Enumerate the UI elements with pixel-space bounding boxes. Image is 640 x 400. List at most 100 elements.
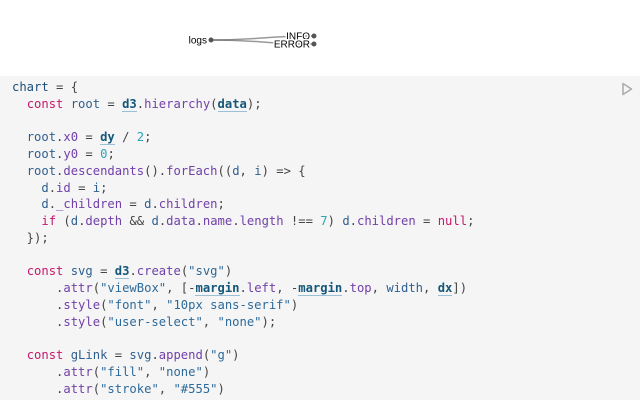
code-token: attr [63,281,93,295]
cell-reference[interactable]: margin [195,281,240,296]
tree-node-info[interactable] [311,33,317,39]
code-token [12,147,27,161]
code-line: root.y0 = 0; [12,146,474,163]
code-token: svg [129,348,152,362]
code-token [12,164,27,178]
code-editor[interactable]: chart = { const root = d3.hierarchy(data… [12,79,474,397]
code-token: . [56,130,64,145]
code-token: d [70,214,79,228]
code-token: && [122,214,152,228]
code-token: ) [232,348,240,362]
code-line: .style("user-select", "none"); [12,314,474,331]
code-token: 0 [100,147,108,161]
code-token: / [114,130,137,145]
code-line: chart = { [12,79,474,96]
code-token: "none" [217,314,262,329]
code-token: ; [107,147,115,161]
chart-output: logs INFO ERROR [0,0,640,76]
code-token: create [136,264,181,279]
play-icon[interactable] [620,82,634,96]
code-token: . [48,197,57,212]
cell-reference[interactable]: data [217,96,247,112]
code-token: "viewBox" [100,281,167,295]
code-token: forEach [166,163,218,178]
code-token: . [136,96,145,111]
code-token: , [144,364,159,379]
code-token: ( [180,264,189,279]
code-token [12,197,41,211]
code-line [12,113,474,130]
code-line: .attr("viewBox", [-margin.left, -margin.… [12,280,474,297]
code-token: ) => { [261,163,306,178]
code-token: d [342,214,350,228]
tree-label-info: INFO [286,32,310,43]
code-line: .style("font", "10px sans-serif") [12,297,474,314]
code-token: root [26,147,57,161]
code-token [63,348,70,362]
code-token: . [239,281,247,295]
tree-node-root[interactable] [208,37,214,43]
code-token: ( [56,214,71,228]
code-token: attr [63,364,93,379]
code-token: = [415,214,438,228]
code-token: = [107,348,130,362]
code-token: = [100,96,123,111]
code-token: depth [85,214,123,228]
code-cell[interactable]: chart = { const root = d3.hierarchy(data… [0,76,640,400]
code-line: if (d.depth && d.data.name.length !== 7)… [12,213,474,230]
code-token: attr [63,381,93,396]
code-line: root.x0 = dy / 2; [12,129,474,146]
code-token: ); [261,314,277,329]
code-token: . [151,197,159,212]
cell-reference[interactable]: dy [100,130,115,146]
code-token: const [26,264,64,279]
code-token: length [239,214,284,228]
code-token: (( [217,163,233,178]
cell-reference[interactable]: margin [298,281,343,296]
code-token: . [195,214,203,228]
cell-reference[interactable]: dx [437,281,453,296]
code-token: d [232,163,240,178]
code-token: id [56,180,71,195]
code-token: ( [92,281,101,295]
code-token: , [371,281,387,295]
code-line [12,247,474,264]
code-token: append [158,348,203,362]
tree-node-error[interactable] [311,41,317,47]
code-token: . [151,348,159,362]
code-token: root [26,130,57,145]
code-token: "svg" [188,264,225,279]
code-token: top [349,281,372,295]
code-token: chart [12,80,49,94]
code-token: . [12,364,64,379]
code-token: width [386,281,423,295]
code-token: . [12,281,64,295]
tree-link-error [210,39,314,45]
code-token [12,214,41,228]
code-token: (). [144,163,167,178]
cell-reference[interactable]: d3 [114,264,130,280]
code-token: . [349,214,357,228]
code-token: . [56,147,64,161]
cell-reference[interactable]: d3 [122,96,137,112]
code-token: ( [92,381,101,396]
code-line: root.descendants().forEach((d, i) => { [12,163,474,180]
code-token: x0 [63,130,79,145]
code-token: i [254,163,262,178]
code-token: , [158,381,174,396]
code-token: "none" [158,364,203,379]
code-token: root [26,163,57,178]
code-token: gLink [70,348,108,362]
code-line: const gLink = svg.append("g") [12,347,474,364]
code-token: , [423,281,438,295]
code-token: }); [12,230,49,245]
code-token: ( [202,348,211,362]
code-token: = [78,147,101,161]
code-line: .attr("fill", "none") [12,364,474,381]
tree-chart: logs INFO ERROR [187,30,317,52]
code-token: "stroke" [100,381,159,396]
code-token: children [158,197,218,212]
code-token: "user-select" [107,314,203,329]
code-token: ; [217,197,225,212]
code-token: , - [276,281,299,295]
